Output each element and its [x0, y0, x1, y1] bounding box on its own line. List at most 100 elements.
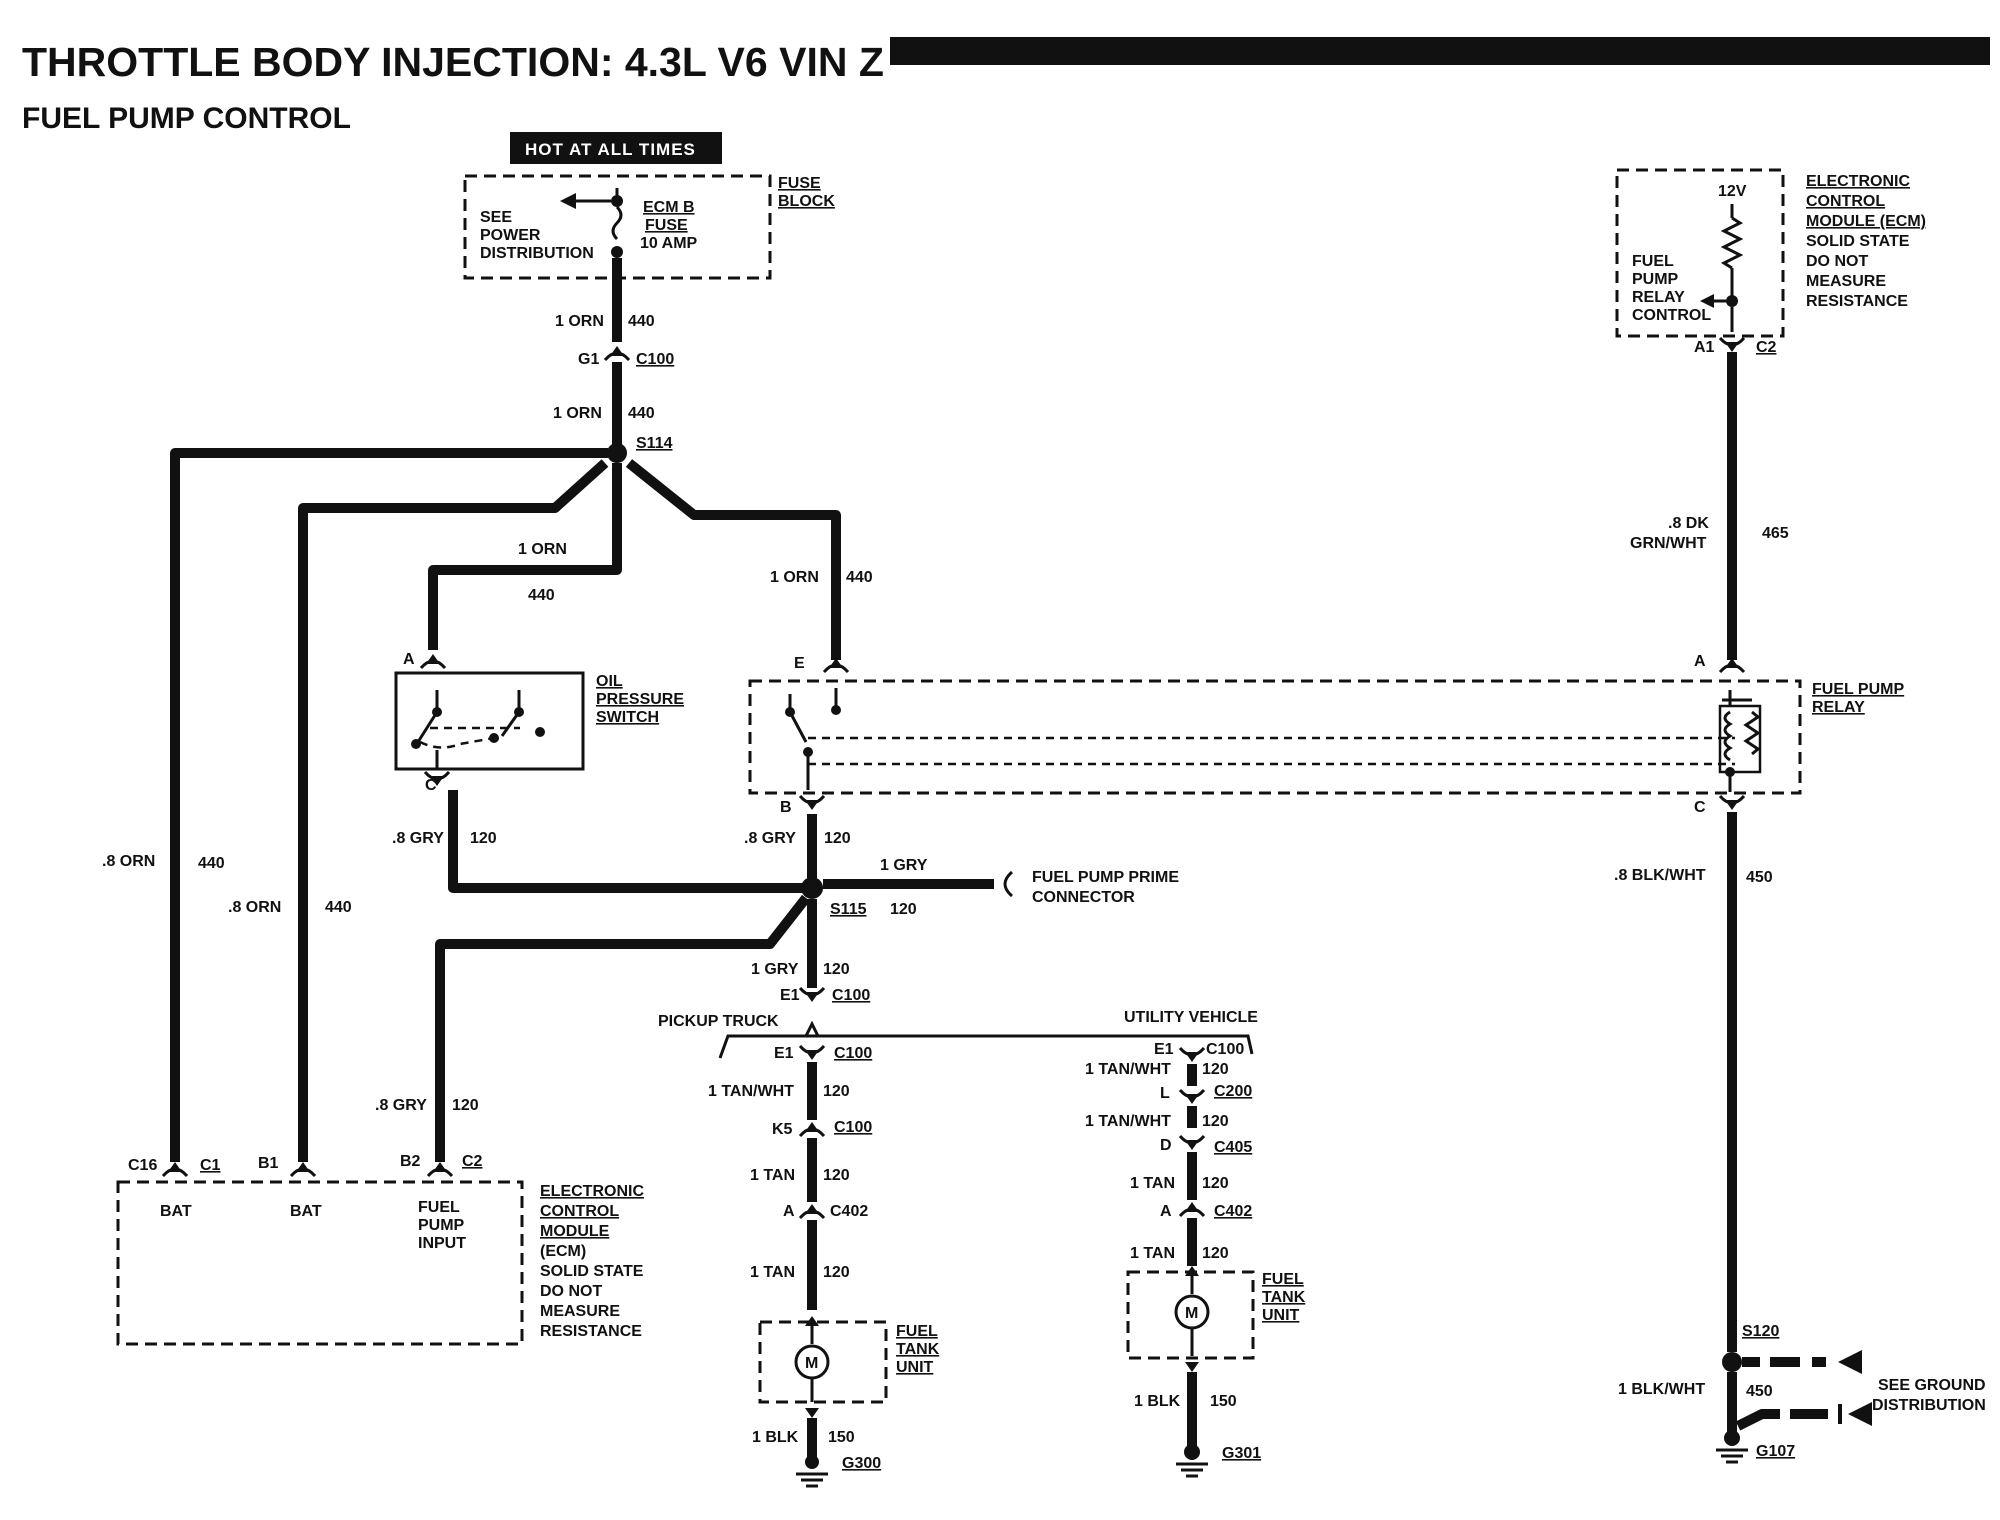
connector-c200-label: C200	[1214, 1083, 1252, 1100]
pin-b2-label: B2	[400, 1153, 421, 1170]
connector-pin-icon	[805, 1316, 819, 1326]
utility-vehicle-label: UTILITY VEHICLE	[1124, 1009, 1258, 1026]
wire-label: .8 ORN	[102, 853, 155, 870]
splice-s120-label: S120	[1742, 1323, 1779, 1340]
fuel-tank-unit-label-3: UNIT	[1262, 1307, 1300, 1324]
ecm-fuel-pump-input-label: FUEL	[418, 1199, 460, 1216]
pin-k5-label: K5	[772, 1121, 793, 1138]
connector-pin-icon	[296, 1162, 310, 1172]
fuel-pump-relay-label: FUEL PUMP	[1812, 681, 1904, 698]
connector-c100-label: C100	[636, 351, 674, 368]
fuse-block-label-2: BLOCK	[778, 193, 835, 210]
connector-c405-label: C405	[1214, 1139, 1252, 1156]
switch-link-dashed-2	[419, 736, 495, 749]
ecm-label-5: SOLID STATE	[540, 1263, 644, 1280]
fuse-terminal-bottom	[611, 246, 623, 258]
pin-a1-label: A1	[1694, 339, 1715, 356]
ground-g301-label: G301	[1222, 1445, 1261, 1462]
connector-pin-icon	[1185, 1202, 1199, 1212]
vehicle-option-bar	[718, 1034, 1254, 1059]
wire-label: .8 GRY	[744, 830, 796, 847]
connector-c100-label: C100	[832, 987, 870, 1004]
diagram-title: THROTTLE BODY INJECTION: 4.3L V6 VIN Z	[22, 39, 884, 85]
circuit-number: 120	[823, 961, 850, 978]
ecm-relay-control-label: FUEL	[1632, 253, 1674, 270]
connector-c2-label: C2	[1756, 339, 1777, 356]
hot-at-all-times-box	[510, 132, 722, 164]
pin-e1-label: E1	[774, 1045, 794, 1062]
connector-pin-icon	[1185, 1362, 1199, 1372]
circuit-number: 120	[1202, 1113, 1229, 1130]
ecm-label-8: RESISTANCE	[540, 1323, 642, 1340]
wire-label: 1 ORN	[553, 405, 602, 422]
fuel-pump-prime-connector-label: FUEL PUMP PRIME	[1032, 869, 1179, 886]
circuit-number: 120	[1202, 1245, 1229, 1262]
wire-label: 1 BLK	[752, 1429, 799, 1446]
circuit-number: 440	[198, 855, 225, 872]
wire-label-2: GRN/WHT	[1630, 535, 1707, 552]
wire-label: .8 DK	[1668, 515, 1709, 532]
wire-label: 1 TAN/WHT	[1085, 1113, 1171, 1130]
ground-dist-wire-4	[1735, 1409, 1780, 1431]
ground-symbol-icon	[1716, 1448, 1748, 1464]
arrow-left-icon	[1838, 1350, 1862, 1374]
wire-label: 1 GRY	[880, 857, 928, 874]
relay-blade-icon	[788, 711, 808, 743]
fuel-pump-prime-connector-icon[interactable]	[1003, 870, 1014, 898]
circuit-number: 450	[1746, 869, 1773, 886]
connector-c402-label: C402	[830, 1203, 868, 1220]
ground-point-icon	[805, 1455, 819, 1469]
oil-switch-label-2: PRESSURE	[596, 691, 684, 708]
wire-8gry-120-oil	[448, 790, 813, 893]
fuel-tank-unit-label: FUEL	[1262, 1271, 1304, 1288]
pin-e1-label: E1	[1154, 1041, 1174, 1058]
wire-label: 1 BLK	[1134, 1393, 1181, 1410]
wire-label: 1 TAN/WHT	[1085, 1061, 1171, 1078]
circuit-number: 440	[325, 899, 352, 916]
ecm-label-7: MEASURE	[540, 1303, 620, 1320]
ecm-12v-label: 12V	[1718, 183, 1747, 200]
circuit-number: 440	[528, 587, 555, 604]
ecm-b-fuse-label: ECM B	[643, 199, 695, 216]
ground-g107-label: G107	[1756, 1443, 1795, 1460]
see-ground-distribution-label: SEE GROUND	[1878, 1377, 1986, 1394]
circuit-number: 120	[824, 830, 851, 847]
ecm-top-label-4: SOLID STATE	[1806, 233, 1910, 250]
ecm-label-3: MODULE	[540, 1223, 610, 1240]
ecm-fuel-pump-input-label-2: PUMP	[418, 1217, 465, 1234]
wire-1orn-440-oil	[428, 463, 622, 650]
ecm-fuel-pump-input-label-3: INPUT	[418, 1235, 466, 1252]
wire-label: 1 BLK/WHT	[1618, 1381, 1705, 1398]
ecm-bat-label: BAT	[160, 1203, 192, 1220]
circuit-number: 150	[828, 1429, 855, 1446]
fuse-terminal-top	[611, 195, 623, 207]
circuit-number: 120	[823, 1083, 850, 1100]
connector-pin-icon	[426, 654, 440, 664]
connector-pin-icon	[1725, 800, 1739, 810]
connector-pin-icon	[805, 992, 819, 1002]
circuit-number: 120	[1202, 1175, 1229, 1192]
circuit-number: 120	[1202, 1061, 1229, 1078]
ecm-top-label-6: MEASURE	[1806, 273, 1886, 290]
see-power-label-2: POWER	[480, 227, 541, 244]
ecm-label-4: (ECM)	[540, 1243, 586, 1260]
circuit-number: 120	[452, 1097, 479, 1114]
wire-label: 1 TAN	[750, 1167, 795, 1184]
connector-pin-icon	[1185, 1094, 1199, 1104]
wire-label: 1 TAN	[750, 1264, 795, 1281]
circuit-number: 120	[823, 1167, 850, 1184]
connector-pin-icon	[1185, 1140, 1199, 1150]
ecm-relay-control-label-2: PUMP	[1632, 271, 1679, 288]
relay-coil-frame	[1718, 704, 1762, 774]
ecm-label-2: CONTROL	[540, 1203, 619, 1220]
ecm-relay-control-label-3: RELAY	[1632, 289, 1685, 306]
pin-c-label: C	[1694, 799, 1706, 816]
switch-contact-icon	[411, 739, 421, 749]
connector-pin-icon	[433, 1162, 447, 1172]
circuit-number: 440	[628, 405, 655, 422]
circuit-number: 120	[470, 830, 497, 847]
wire-8gry-120-ecm	[435, 894, 810, 1162]
ecm-label-6: DO NOT	[540, 1283, 602, 1300]
connector-c100-label: C100	[834, 1045, 872, 1062]
wire-label: 1 ORN	[518, 541, 567, 558]
